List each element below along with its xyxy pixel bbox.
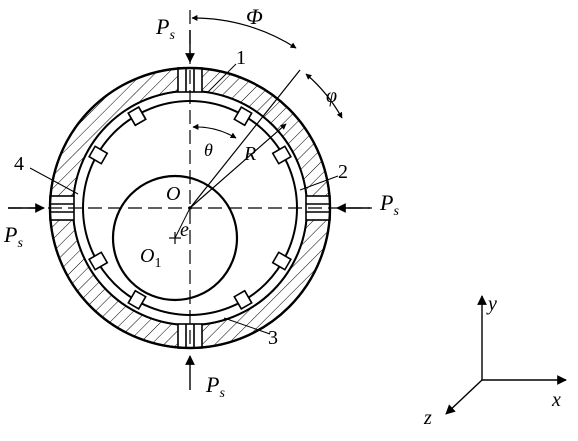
label-e: e [180,219,189,241]
radius-line [189,123,287,209]
eccentricity-line [174,207,191,239]
label-x-axis: x [551,389,561,411]
label-part-2: 2 [338,161,348,183]
Phi-arc [191,14,297,49]
label-O: O [166,183,180,205]
label-ps-top: Ps [155,14,175,43]
recess-pockets [88,106,292,310]
label-ps-right: Ps [379,190,399,219]
label-ps-left: Ps [3,222,23,251]
leader-1 [207,63,237,93]
z-axis [445,379,483,415]
label-z-axis: z [423,407,432,429]
phi-arc [305,73,343,119]
phi-ray [189,69,301,209]
label-Phi: Φ [246,4,263,29]
leader-4 [29,167,79,195]
label-theta: θ [204,140,213,160]
label-R: R [243,143,256,165]
leader-2 [299,175,339,191]
leader-3 [223,317,271,335]
label-O1: O1 [140,245,161,271]
label-part-3: 3 [268,327,278,349]
label-part-4: 4 [14,153,24,175]
theta-arc [192,123,237,139]
label-phi: φ [326,85,337,107]
center-O1-mark [169,232,181,244]
label-part-1: 1 [236,47,246,69]
label-y-axis: y [486,293,497,315]
coordinate-axes: y x z [423,293,567,429]
center-O [188,206,192,210]
label-ps-bottom: Ps [205,372,225,401]
